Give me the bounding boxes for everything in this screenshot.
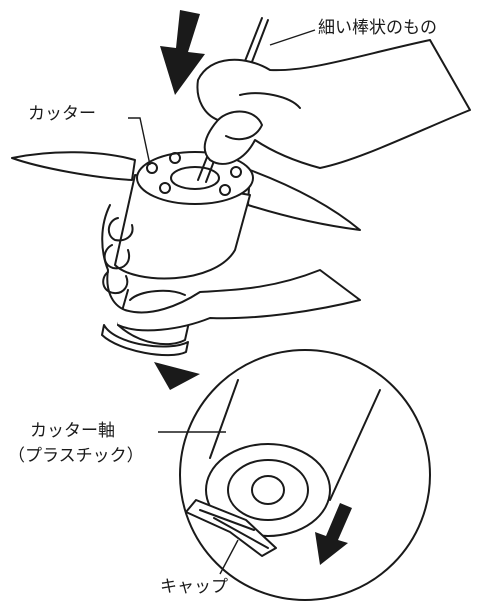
down-arrow-icon-small [315, 503, 352, 565]
blade-right [247, 169, 361, 231]
leader-cap [219, 539, 239, 575]
upper-finger-line [239, 92, 301, 109]
label-cap: キャップ [160, 577, 228, 597]
zoom-shaft-end-inner [227, 459, 309, 521]
upper-thumb [217, 110, 263, 141]
zoom-shaft-end [205, 443, 331, 537]
down-arrow-icon [160, 10, 205, 95]
cutter-hole-5 [169, 152, 181, 164]
cutter-hole-4 [230, 166, 242, 178]
lower-thumb [129, 289, 186, 301]
zoom-shaft-right [329, 389, 381, 501]
lower-finger-1 [107, 217, 134, 242]
leader-thin-stick [269, 29, 316, 46]
zoom-cap-detail [199, 509, 269, 549]
cutter-top-inner [170, 166, 220, 190]
upper-hand [196, 39, 471, 169]
zoom-shaft-end-core [251, 475, 285, 505]
label-cutter: カッター [28, 104, 96, 124]
zoom-shaft-left [209, 379, 239, 459]
cutter-hole-1 [146, 162, 158, 174]
label-cutter-shaft: カッター軸 [30, 421, 115, 441]
callout-pointer-icon [154, 362, 200, 390]
cutter-hole-3 [219, 184, 231, 196]
lower-finger-2 [103, 244, 130, 270]
blade-left [11, 151, 136, 181]
lower-hand [101, 204, 361, 332]
leader-cutter [128, 117, 151, 166]
cutter-hole-2 [159, 182, 171, 194]
lower-finger-3 [102, 271, 129, 295]
label-thin-stick: 細い棒状のもの [318, 18, 437, 38]
label-cutter-shaft-material: （プラスチック） [8, 446, 144, 466]
cutter-base [101, 324, 189, 357]
